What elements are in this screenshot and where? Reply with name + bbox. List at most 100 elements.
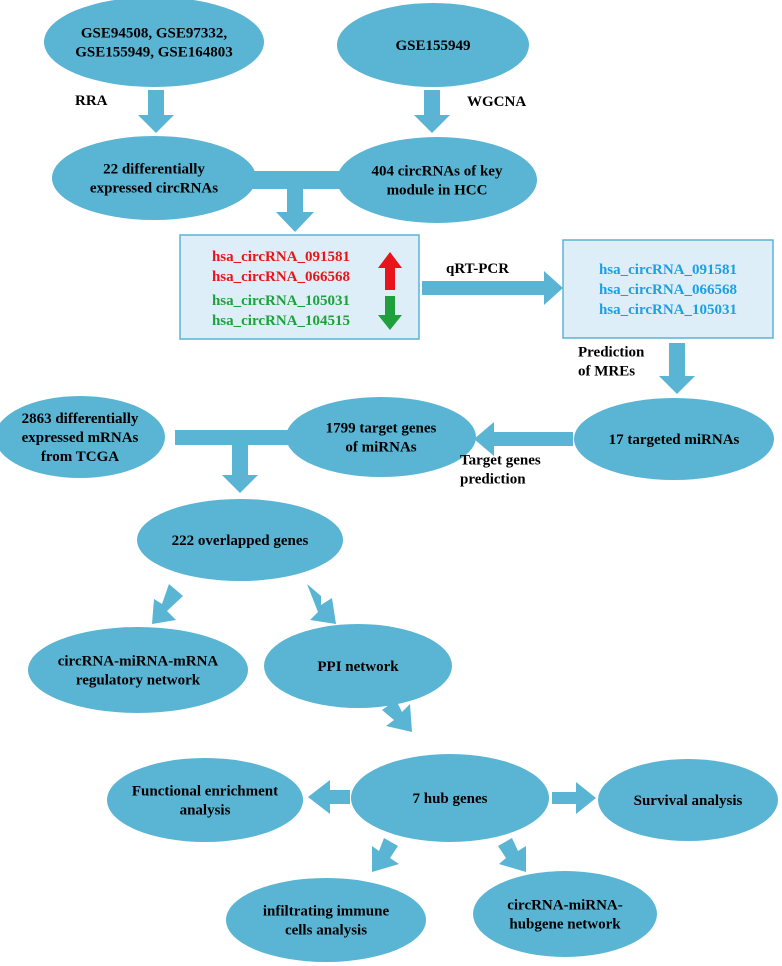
text-hubgene-network: circRNA-miRNA-hubgene network	[507, 898, 623, 933]
text-line: expressed circRNAs	[90, 181, 218, 197]
text-line: hsa_circRNA_105031	[599, 302, 737, 318]
node-targeted-mirnas	[574, 398, 774, 480]
text-overlapped-genes: 222 overlapped genes	[172, 533, 309, 549]
node-overlapped-genes	[137, 499, 343, 581]
text-line: expressed mRNAs	[22, 430, 139, 446]
text-line: hsa_circRNA_091581	[212, 249, 350, 265]
text-line: 404 circRNAs of key	[372, 164, 503, 180]
text-line: hubgene network	[509, 917, 621, 933]
arrow-down-icon	[378, 296, 402, 330]
text-line: RRA	[75, 93, 108, 109]
text-line: PPI network	[317, 659, 399, 675]
box-candidate-circrnas	[179, 234, 420, 340]
text-line: hsa_circRNA_105031	[212, 293, 350, 309]
text-key-module: 404 circRNAs of key module in HCC	[372, 164, 503, 199]
text-line: of MREs	[578, 364, 635, 380]
text-line: from TCGA	[41, 449, 119, 465]
node-hubgene-network	[473, 871, 657, 957]
label-qrtpcr: qRT-PCR	[446, 261, 509, 277]
text-functional-enrichment: Functional enrichment analysis	[132, 784, 278, 819]
arrow-ppi-to-hub	[382, 700, 412, 732]
arrow-qrtpcr	[422, 271, 563, 305]
text-immune-cells: infiltrating immune cells analysis	[263, 904, 390, 939]
arrow-merge-to-overlap	[222, 445, 258, 493]
arrow-merge-to-candidates	[276, 186, 314, 232]
node-gse-datasets	[44, 0, 264, 87]
text-line: Survival analysis	[634, 793, 743, 809]
text-line: hsa_circRNA_091581	[599, 262, 737, 278]
text-line: module in HCC	[387, 183, 488, 199]
text-line: Functional enrichment	[132, 784, 278, 800]
label-wgcna: WGCNA	[467, 94, 526, 110]
arrow-validated-to-mirnas	[659, 343, 695, 394]
node-gse155949	[337, 3, 529, 87]
arrows	[138, 90, 695, 872]
text-upregulated-circrnas: hsa_circRNA_091581 hsa_circRNA_066568	[212, 249, 350, 285]
text-line: hsa_circRNA_066568	[599, 282, 737, 298]
text-line: 1799 target genes	[326, 421, 437, 437]
text-target-genes: 1799 target genes of miRNAs	[326, 421, 437, 456]
node-ppi-network	[264, 624, 452, 708]
node-immune-cells	[226, 878, 426, 962]
text-line: Target genes	[460, 453, 541, 469]
arrow-overlap-to-cerna	[152, 584, 183, 624]
text-hub-genes: 7 hub genes	[412, 791, 487, 807]
text-line: circRNA-miRNA-	[507, 898, 623, 914]
text-line: qRT-PCR	[446, 261, 509, 277]
text-line: 7 hub genes	[412, 791, 487, 807]
text-deg-circrnas: 22 differentially expressed circRNAs	[90, 162, 218, 197]
text-line: 222 overlapped genes	[172, 533, 309, 549]
text-line: WGCNA	[467, 94, 526, 110]
label-rra: RRA	[75, 93, 108, 109]
arrow-overlap-to-ppi	[307, 584, 336, 624]
arrow-up-icon	[378, 252, 402, 290]
text-line: hsa_circRNA_104515	[212, 313, 350, 329]
node-target-genes	[286, 397, 476, 477]
text-ppi-network: PPI network	[317, 659, 399, 675]
text-line: cells analysis	[285, 923, 367, 939]
node-deg-circrnas	[52, 136, 256, 220]
text-cerna-network: circRNA-miRNA-mRNA regulatory network	[58, 654, 219, 689]
text-line: of miRNAs	[345, 440, 416, 456]
text-downregulated-circrnas: hsa_circRNA_105031 hsa_circRNA_104515	[212, 293, 350, 329]
arrow-hub-to-enrich	[308, 780, 350, 814]
text-gse-datasets: GSE94508, GSE97332, GSE155949, GSE164803	[75, 26, 233, 61]
text-line: 2863 differentially	[22, 411, 139, 427]
node-tcga-mrnas	[0, 396, 165, 478]
box-validated-circrnas	[562, 239, 774, 339]
text-line: Prediction	[578, 345, 645, 361]
node-key-module	[337, 137, 537, 223]
text-line: analysis	[180, 803, 231, 819]
node-hub-genes	[351, 754, 549, 842]
text-line: prediction	[460, 472, 526, 488]
text-line: hsa_circRNA_066568	[212, 269, 350, 285]
text-line: 22 differentially	[103, 162, 205, 178]
text-gse155949: GSE155949	[395, 38, 470, 54]
label-target-prediction: Target genes prediction	[460, 453, 541, 488]
text-line: circRNA-miRNA-mRNA	[58, 654, 219, 670]
merge-bar-middle	[175, 430, 320, 445]
text-line: infiltrating immune	[263, 904, 390, 920]
text-targeted-mirnas: 17 targeted miRNAs	[609, 432, 740, 448]
text-survival-analysis: Survival analysis	[634, 793, 743, 809]
text-line: GSE155949, GSE164803	[75, 45, 233, 61]
text-line: GSE94508, GSE97332,	[81, 26, 228, 42]
label-mre-prediction: Prediction of MREs	[578, 345, 645, 380]
node-functional-enrichment	[107, 758, 303, 842]
text-line: 17 targeted miRNAs	[609, 432, 740, 448]
arrow-gse-to-deg	[138, 90, 174, 133]
arrow-hub-to-immune	[372, 838, 399, 872]
text-tcga-mrnas: 2863 differentially expressed mRNAs from T…	[22, 411, 139, 465]
arrow-hub-to-hubnet	[498, 838, 526, 872]
text-validated-circrnas: hsa_circRNA_091581 hsa_circRNA_066568 hsa_…	[599, 262, 737, 318]
arrow-hub-to-survival	[552, 782, 596, 814]
node-survival-analysis	[598, 759, 778, 841]
arrow-mirnas-to-targets	[474, 422, 573, 456]
text-line: GSE155949	[395, 38, 470, 54]
arrow-gse155949-to-module	[414, 90, 450, 133]
text-line: regulatory network	[76, 673, 201, 689]
node-cerna-network	[28, 627, 248, 713]
